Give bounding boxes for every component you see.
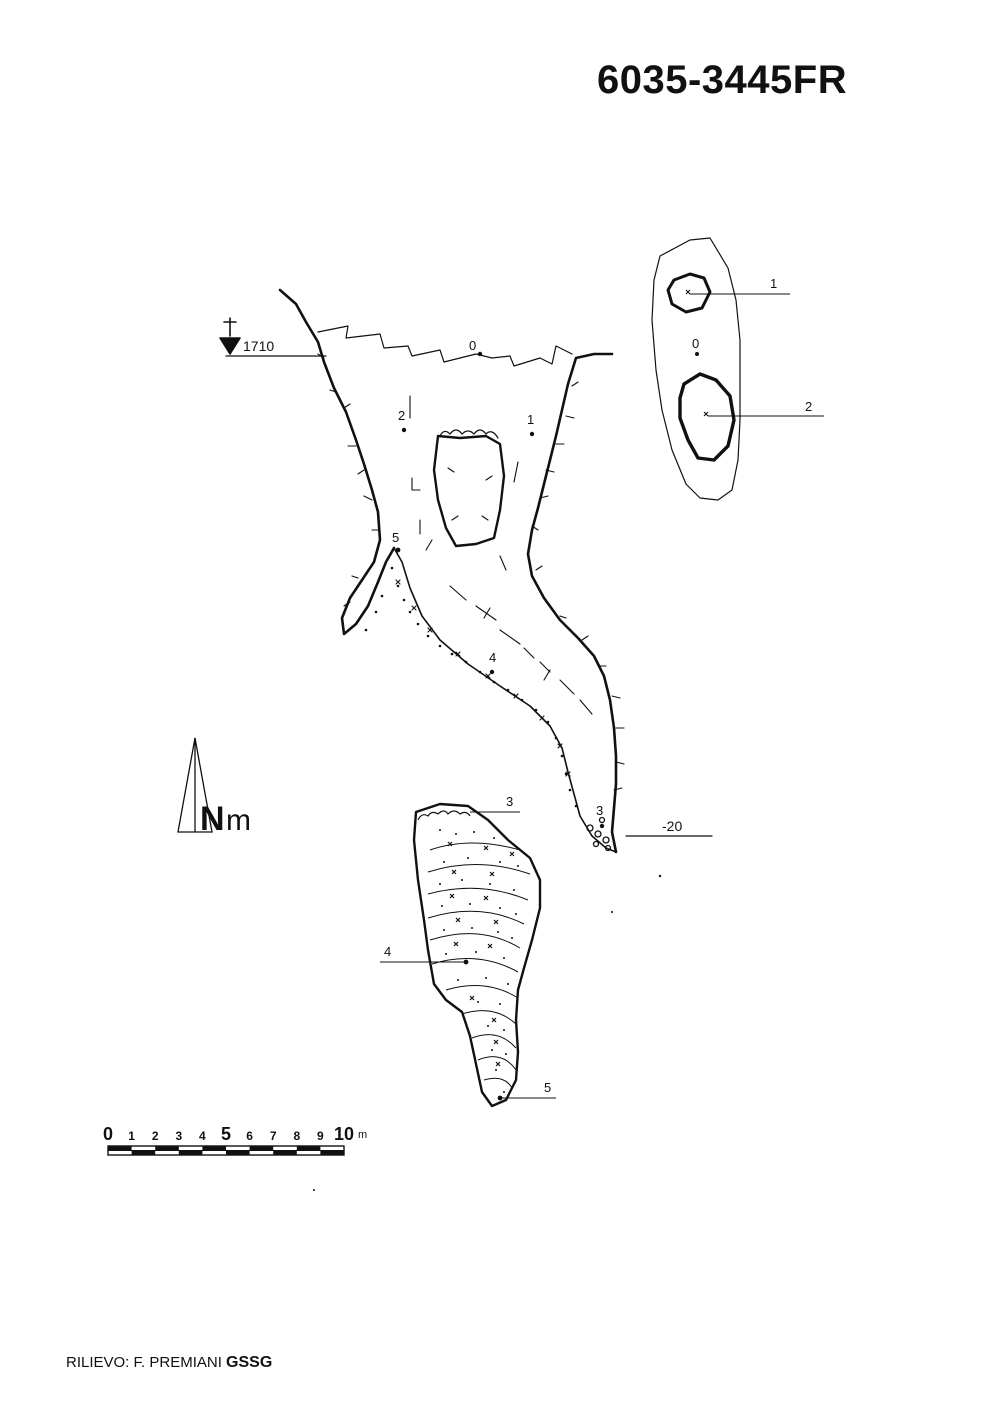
cave-id-title: 6035-3445FR <box>597 58 848 102</box>
scale-tick-4: 4 <box>199 1129 206 1143</box>
depth-label: -20 <box>662 818 682 834</box>
plan-view <box>219 288 713 854</box>
scale-tick-0: 0 <box>103 1124 113 1144</box>
section-station-0: 0 <box>692 336 699 351</box>
scale-tick-7: 7 <box>270 1129 277 1143</box>
scale-tick-2: 2 <box>152 1129 159 1143</box>
credit-group: GSSG <box>226 1354 273 1371</box>
plan-debris <box>364 566 578 808</box>
credit-text: RILIEVO: F. PREMIANI <box>66 1354 222 1371</box>
plan-station-3: 3 <box>596 803 603 818</box>
scale-tick-6: 6 <box>246 1129 253 1143</box>
scale-tick-10: 10 <box>334 1124 354 1144</box>
survey-credit: RILIEVO: F. PREMIANI GSSG <box>66 1354 272 1372</box>
elevation-marker <box>219 317 327 357</box>
profile-top-rubble <box>417 810 471 821</box>
profile-station-5: 5 <box>544 1080 551 1095</box>
plan-boulders <box>586 816 612 852</box>
profile-station-4: 4 <box>384 944 391 959</box>
scale-tick-5: 5 <box>221 1124 231 1144</box>
profile-outline <box>412 802 542 1108</box>
plan-station-2: 2 <box>398 408 405 423</box>
scale-tick-8: 8 <box>293 1129 300 1143</box>
profile-station-3: 3 <box>506 794 513 809</box>
plan-station-1: 1 <box>527 412 534 427</box>
plan-central-pillar <box>432 434 506 548</box>
plan-stations <box>395 351 605 829</box>
north-label: N <box>200 800 225 838</box>
scale-tick-9: 9 <box>317 1129 324 1143</box>
section-hole-2 <box>678 372 736 462</box>
plan-floor-features <box>409 395 593 715</box>
plan-right-wall <box>526 352 618 854</box>
plan-station-5: 5 <box>392 530 399 545</box>
plan-rubble-stars <box>395 579 571 777</box>
section-hole-1 <box>666 272 712 314</box>
profile-stipple <box>439 829 519 1093</box>
north-unit: m <box>226 804 251 837</box>
plan-inner-edge <box>393 547 617 853</box>
plan-station-4: 4 <box>489 650 496 665</box>
north-arrow <box>177 737 213 833</box>
profile-view <box>380 802 556 1108</box>
scale-tick-3: 3 <box>175 1129 182 1143</box>
section-station-1: 1 <box>770 276 777 291</box>
plan-hachures <box>317 353 625 791</box>
elevation-label: 1710 <box>243 338 274 354</box>
profile-contours <box>427 842 531 1089</box>
scale-unit: m <box>358 1129 367 1141</box>
plan-station-0: 0 <box>469 338 476 353</box>
plan-entrance-rim <box>317 325 573 367</box>
scale-bar <box>107 1145 345 1156</box>
section-outline <box>651 237 741 501</box>
plan-pillar-blocks <box>439 429 499 439</box>
stray-specks <box>313 874 662 1191</box>
cross-section <box>651 237 824 501</box>
scale-tick-1: 1 <box>128 1129 135 1143</box>
profile-stars <box>447 841 515 1067</box>
plan-left-wall <box>278 288 396 636</box>
section-station-2: 2 <box>805 399 812 414</box>
scale-ticks: 0 1 2 3 4 5 6 7 8 9 10 <box>103 1124 354 1144</box>
